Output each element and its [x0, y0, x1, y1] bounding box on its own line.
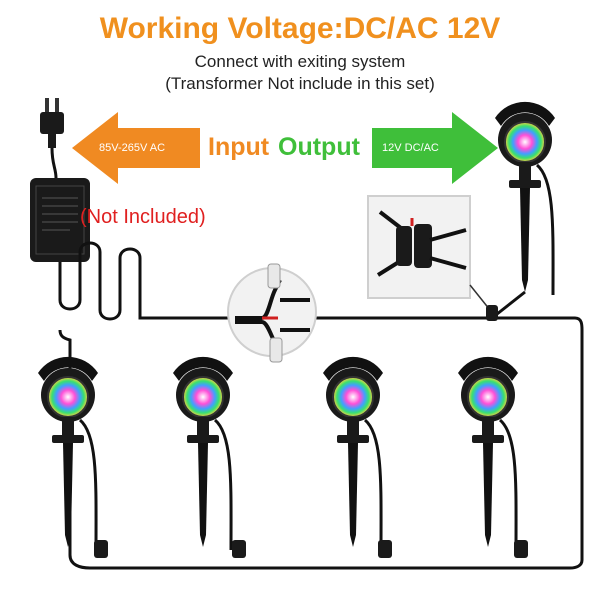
- spotlight-top-right: [493, 100, 557, 297]
- input-voltage-label: 85V-265V AC: [99, 142, 166, 154]
- not-included-note: (Not Included): [80, 206, 206, 228]
- return-cable: [58, 329, 520, 570]
- input-label: Input: [208, 133, 270, 161]
- output-voltage-label: 12V DC/AC: [382, 142, 439, 154]
- waterproof-connector-icon: [367, 195, 491, 311]
- transformer-box-icon: [30, 178, 90, 262]
- input-arrow: [72, 112, 200, 184]
- spotlight-1: [36, 355, 100, 552]
- power-plug-icon: [40, 98, 64, 179]
- output-label: Output: [278, 133, 360, 161]
- subtitle-connect: Connect with exiting system: [194, 52, 406, 71]
- subtitle-transformer-note: (Transformer Not include in this set): [165, 74, 435, 93]
- main-cable: [230, 316, 584, 570]
- spotlight-2: [171, 355, 235, 552]
- junction-detail: [227, 263, 317, 363]
- output-arrow: [372, 112, 498, 184]
- spotlight-4: [456, 355, 520, 552]
- page-title: Working Voltage:DC/AC 12V: [99, 12, 501, 45]
- transformer-output-cable: [58, 241, 230, 321]
- spotlight-3: [321, 355, 385, 552]
